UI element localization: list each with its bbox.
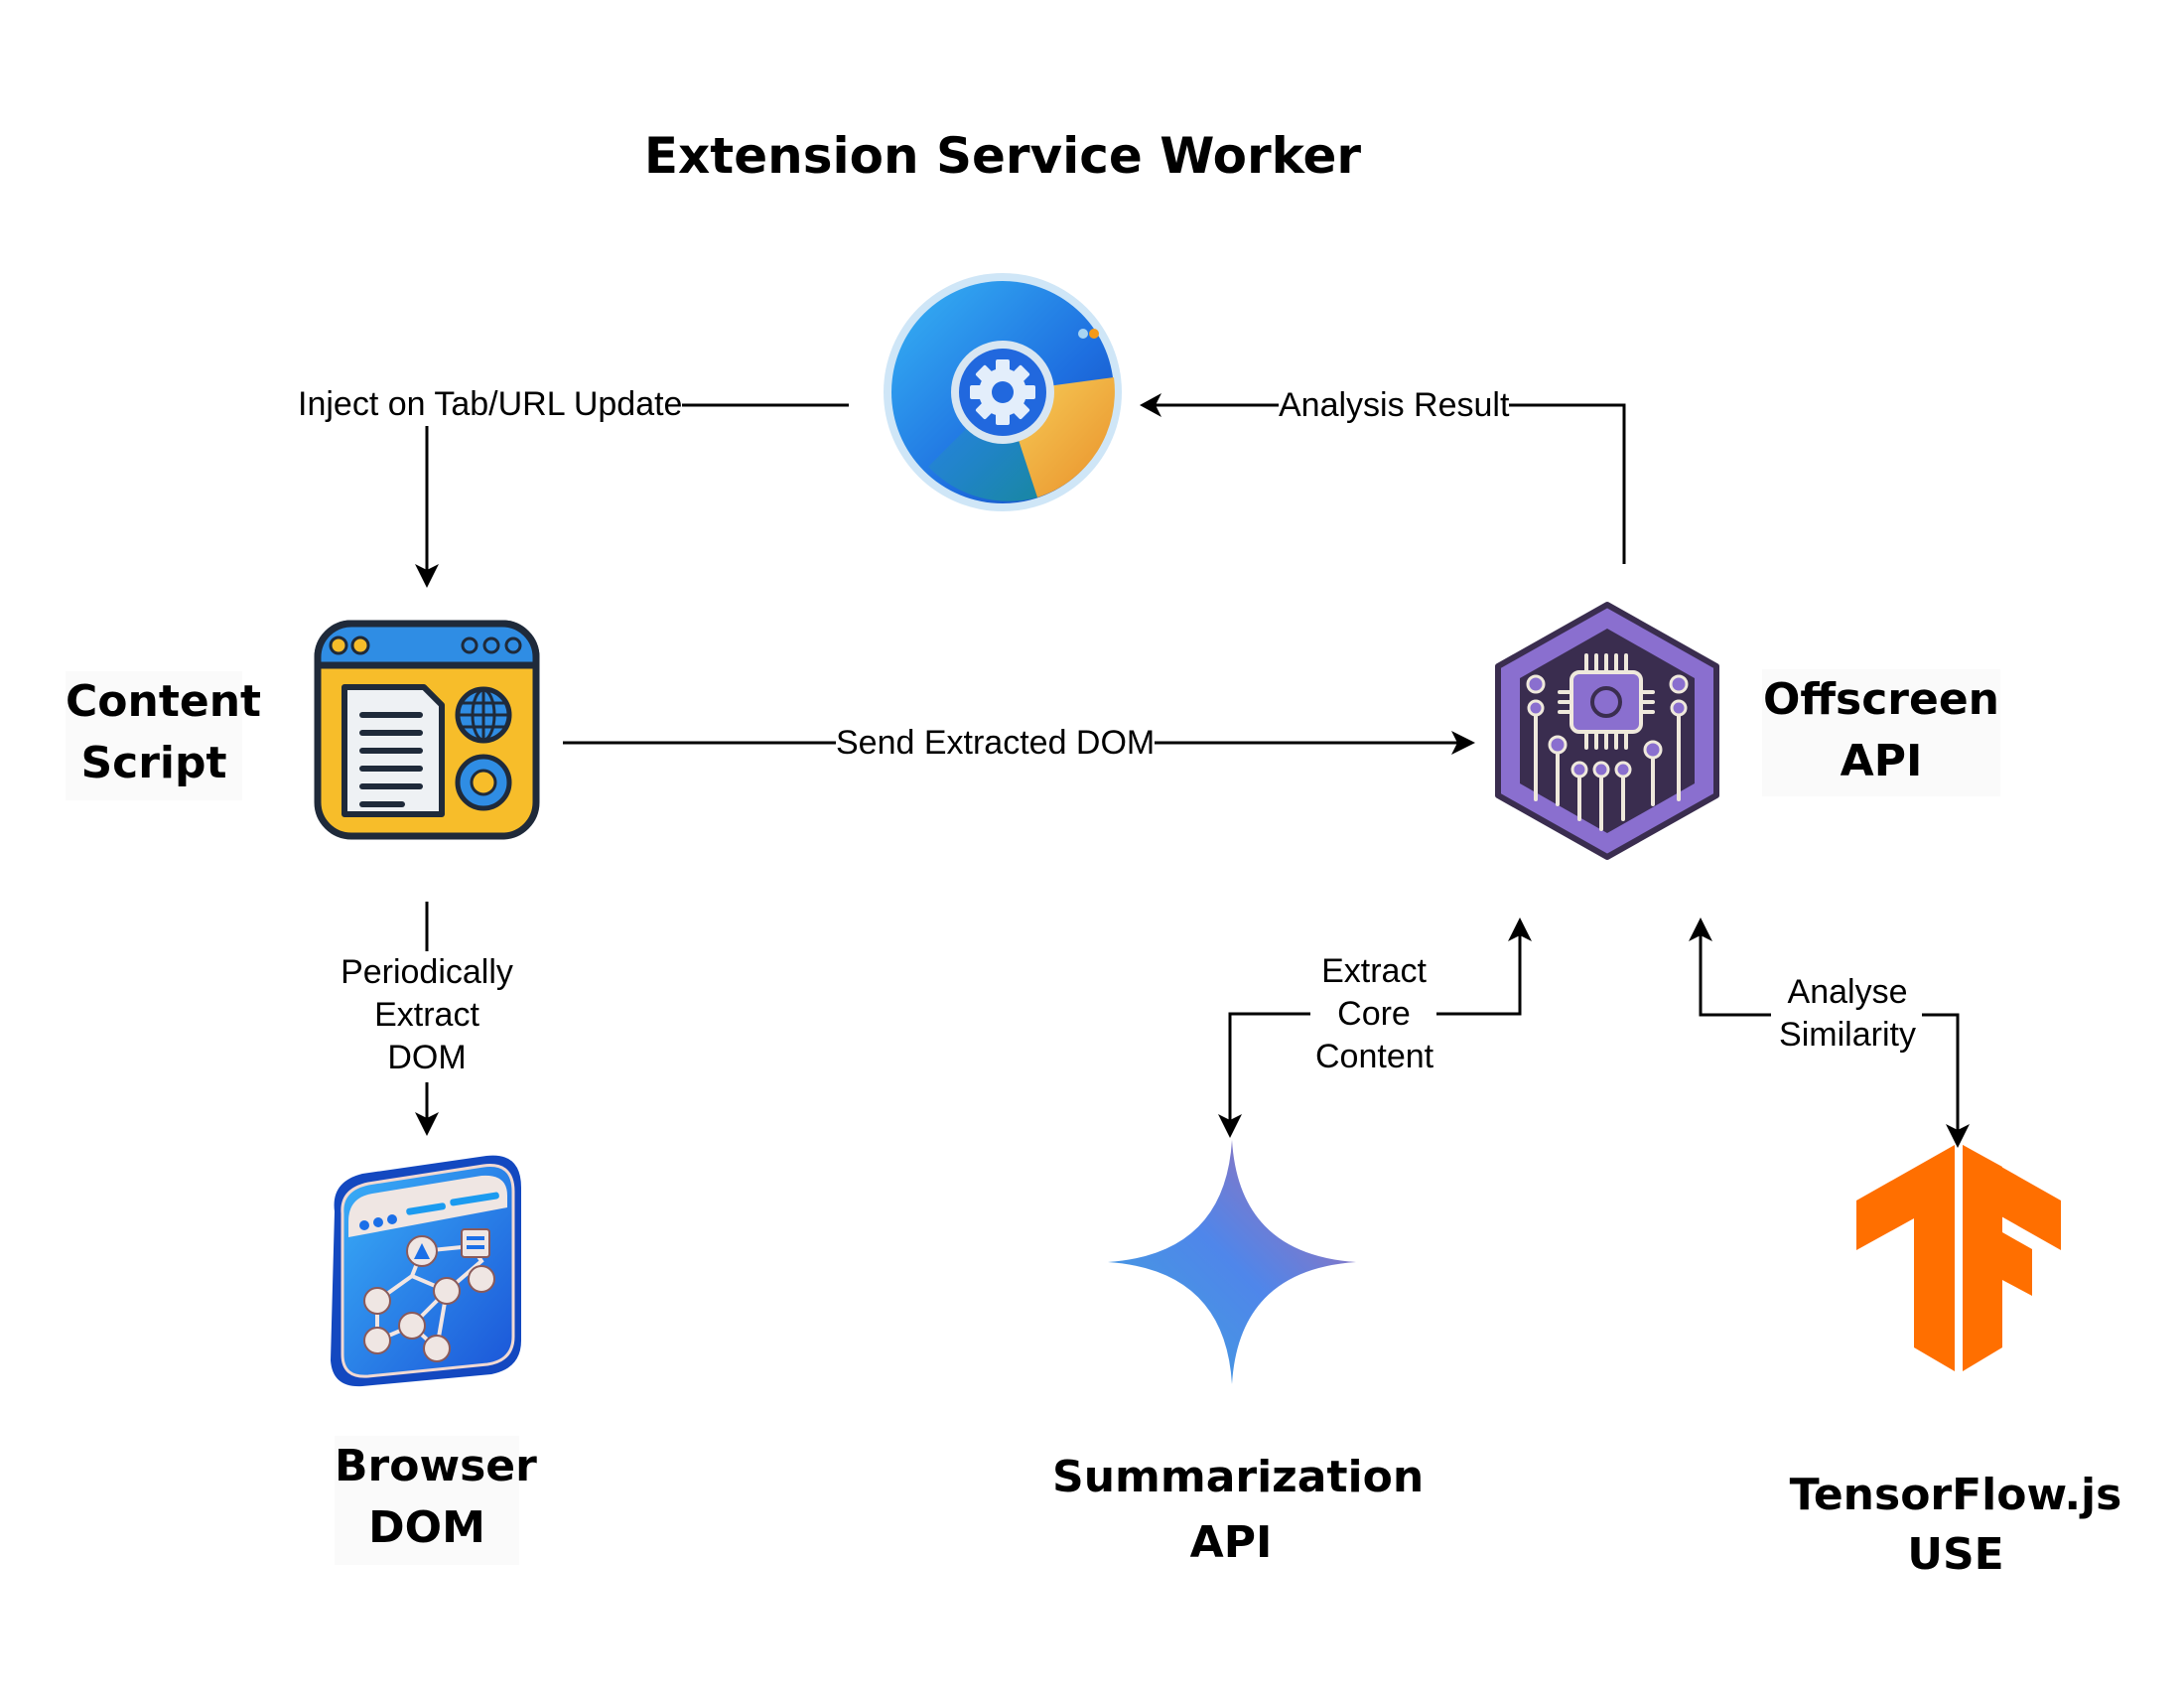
edge-extract-core-line [1228, 1012, 1310, 1134]
summarization-label: Summarization API [1052, 1445, 1425, 1576]
content-script-label-line1: Content [66, 676, 262, 727]
edge-periodic-label-line2: Extract [374, 996, 479, 1034]
edge-extract-core-label: Extract Core Content [1315, 950, 1433, 1078]
edge-inject-arrowhead [415, 564, 439, 588]
edge-extract-core-arrowhead-up [1508, 918, 1532, 941]
edge-analyse-arrowhead-up [1689, 918, 1712, 941]
edge-periodic-label: Periodically Extract DOM [328, 951, 526, 1079]
tensorflow-label-line2: USE [1907, 1529, 2004, 1580]
offscreen-label-line1: Offscreen [1762, 674, 2000, 725]
diagram-title: Extension Service Worker [643, 127, 1362, 185]
edge-inject-label: Inject on Tab/URL Update [298, 383, 683, 426]
edge-analysis-arrowhead [1140, 393, 1161, 417]
browser-dom-node[interactable] [323, 1152, 527, 1390]
edge-extract-core-label-line3: Content [1315, 1038, 1434, 1075]
tensorflow-node[interactable] [1856, 1145, 2061, 1375]
chrome-gear-icon [884, 273, 1122, 511]
summarization-node[interactable] [1108, 1140, 1356, 1384]
edge-extract-core-label-line1: Extract [1321, 952, 1427, 990]
browser-dom-label-line2: DOM [368, 1502, 485, 1553]
edge-analysis-label: Analysis Result [1279, 384, 1510, 427]
dom-tree-window-icon [331, 1155, 521, 1387]
service-worker-node[interactable] [879, 268, 1127, 516]
summarization-label-line1: Summarization [1052, 1452, 1425, 1502]
offscreen-node[interactable] [1494, 601, 1720, 861]
offscreen-label-line2: API [1840, 736, 1923, 786]
edge-analyse-label-line2: Similarity [1779, 1016, 1916, 1054]
tensorflow-label-line1: TensorFlow.js [1789, 1470, 2122, 1520]
edge-analyse-label-line1: Analyse [1787, 973, 1908, 1011]
edge-analysis-line [1154, 403, 1626, 564]
tensorflow-logo-icon [1856, 1145, 2061, 1371]
edge-analyse-line-right [1922, 1013, 1960, 1142]
content-script-node[interactable] [313, 616, 541, 844]
offscreen-label: Offscreen API [1762, 669, 2000, 796]
browser-dom-label: Browser DOM [335, 1436, 537, 1565]
edge-analyse-line-left [1699, 925, 1771, 1017]
edge-extract-core-line-right [1436, 925, 1522, 1016]
edge-extract-core-label-line2: Core [1337, 995, 1411, 1033]
tensorflow-label: TensorFlow.js USE [1777, 1466, 2134, 1585]
content-script-label-line2: Script [80, 738, 227, 788]
edge-extract-core-arrowhead-down [1218, 1114, 1242, 1138]
edge-send-dom-label: Send Extracted DOM [836, 722, 1156, 765]
edge-periodic-label-line1: Periodically [341, 953, 513, 991]
edge-periodic-arrowhead [415, 1112, 439, 1136]
edge-periodic-label-line3: DOM [387, 1039, 467, 1076]
script-window-icon [314, 620, 540, 840]
edge-analyse-label: Analyse Similarity [1773, 971, 1922, 1057]
summarization-label-line2: API [1189, 1517, 1273, 1568]
edge-analyse-arrowhead-down [1946, 1124, 1970, 1148]
content-script-label: Content Script [66, 671, 262, 800]
edge-inject-line [425, 403, 849, 584]
sparkle-icon [1108, 1140, 1356, 1384]
edge-send-dom-arrowhead [1451, 731, 1475, 755]
circuit-chip-hexagon-icon [1495, 602, 1719, 860]
browser-dom-label-line1: Browser [335, 1441, 537, 1491]
